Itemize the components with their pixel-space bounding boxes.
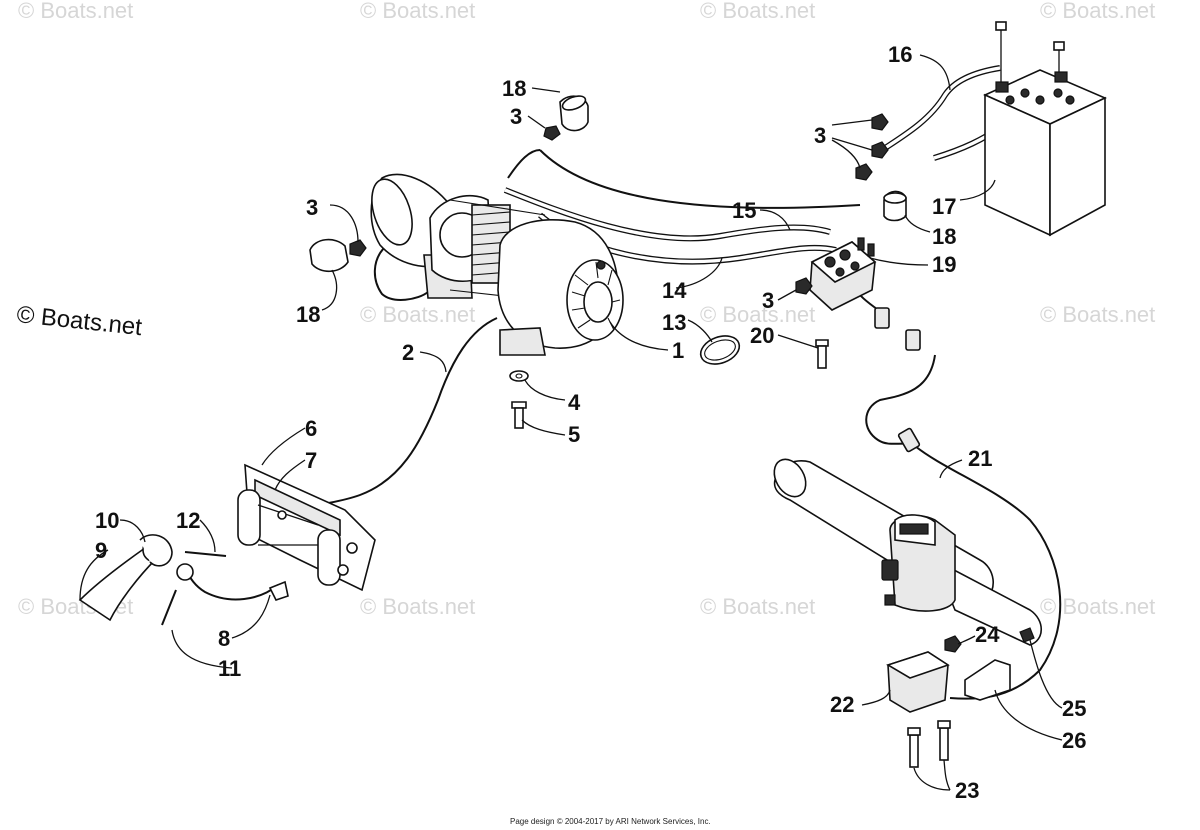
nut-left <box>349 239 367 257</box>
watermark-layer: © Boats.net © Boats.net © Boats.net © Bo… <box>18 0 1155 619</box>
callout-13: 13 <box>662 310 686 335</box>
watermark: © Boats.net <box>1040 0 1155 23</box>
watermark-side: © Boats.net <box>15 301 143 341</box>
nut-top <box>543 125 561 141</box>
callout-8: 8 <box>218 626 230 651</box>
callout-7: 7 <box>305 448 317 473</box>
callout-1: 1 <box>672 338 684 363</box>
switch-clamp <box>886 651 950 713</box>
callout-3: 3 <box>510 104 522 129</box>
callout-3: 3 <box>814 123 826 148</box>
hose-clamp <box>699 335 741 365</box>
watermark: © Boats.net <box>700 302 815 327</box>
watermark: © Boats.net <box>700 0 815 23</box>
wiring <box>185 65 1062 700</box>
watermark: © Boats.net <box>1040 302 1155 327</box>
callout-24: 24 <box>975 622 1000 647</box>
callout-25: 25 <box>1062 696 1086 721</box>
callout-3: 3 <box>762 288 774 313</box>
callout-9: 9 <box>95 538 107 563</box>
callout-6: 6 <box>305 416 317 441</box>
roller-fairlead <box>237 463 376 592</box>
watermark: © Boats.net <box>360 0 475 23</box>
washer <box>509 370 529 382</box>
nut-battery-cable <box>855 113 889 181</box>
terminal-cap-left <box>309 238 349 273</box>
callout-10: 10 <box>95 508 119 533</box>
hook-pin <box>161 551 227 626</box>
nut-solenoid <box>795 277 813 295</box>
terminal-cap-right <box>883 190 907 222</box>
terminal-cap-top <box>559 95 589 132</box>
callout-23: 23 <box>955 778 979 803</box>
callout-15: 15 <box>732 198 756 223</box>
winch-switch-housing <box>881 514 956 612</box>
switch-bracket <box>964 659 1011 701</box>
callout-18: 18 <box>502 76 526 101</box>
callout-17: 17 <box>932 194 956 219</box>
screw-solenoid <box>815 339 829 369</box>
callout-labels: 18 3 3 18 2 1 4 5 6 7 10 9 12 8 11 13 14… <box>95 42 1086 803</box>
callout-22: 22 <box>830 692 854 717</box>
switch-nut <box>944 635 962 653</box>
callout-16: 16 <box>888 42 912 67</box>
callout-20: 20 <box>750 323 774 348</box>
callout-12: 12 <box>176 508 200 533</box>
callout-19: 19 <box>932 252 956 277</box>
watermark: © Boats.net <box>700 594 815 619</box>
callout-11: 11 <box>218 656 241 681</box>
switch-screw-small <box>1019 627 1035 643</box>
callout-18: 18 <box>932 224 956 249</box>
callout-2: 2 <box>402 340 414 365</box>
leader-lines <box>79 54 1063 791</box>
bolt <box>511 401 527 429</box>
watermark: © Boats.net <box>360 302 475 327</box>
connector-plug <box>874 307 921 453</box>
callout-14: 14 <box>662 278 687 303</box>
solenoid <box>809 237 877 311</box>
callout-3: 3 <box>306 195 318 220</box>
callout-5: 5 <box>568 422 580 447</box>
callout-18: 18 <box>296 302 320 327</box>
winch-assembly <box>370 173 624 356</box>
watermark: © Boats.net <box>1040 594 1155 619</box>
copyright-footer: Page design © 2004-2017 by ARI Network S… <box>510 817 711 826</box>
callout-26: 26 <box>1062 728 1086 753</box>
battery <box>983 21 1107 237</box>
watermark: © Boats.net <box>18 0 133 23</box>
watermark: © Boats.net <box>360 594 475 619</box>
winch-hook-strap <box>78 534 194 622</box>
fairlead-screw <box>268 580 289 601</box>
callout-21: 21 <box>968 446 992 471</box>
callout-4: 4 <box>568 390 581 415</box>
